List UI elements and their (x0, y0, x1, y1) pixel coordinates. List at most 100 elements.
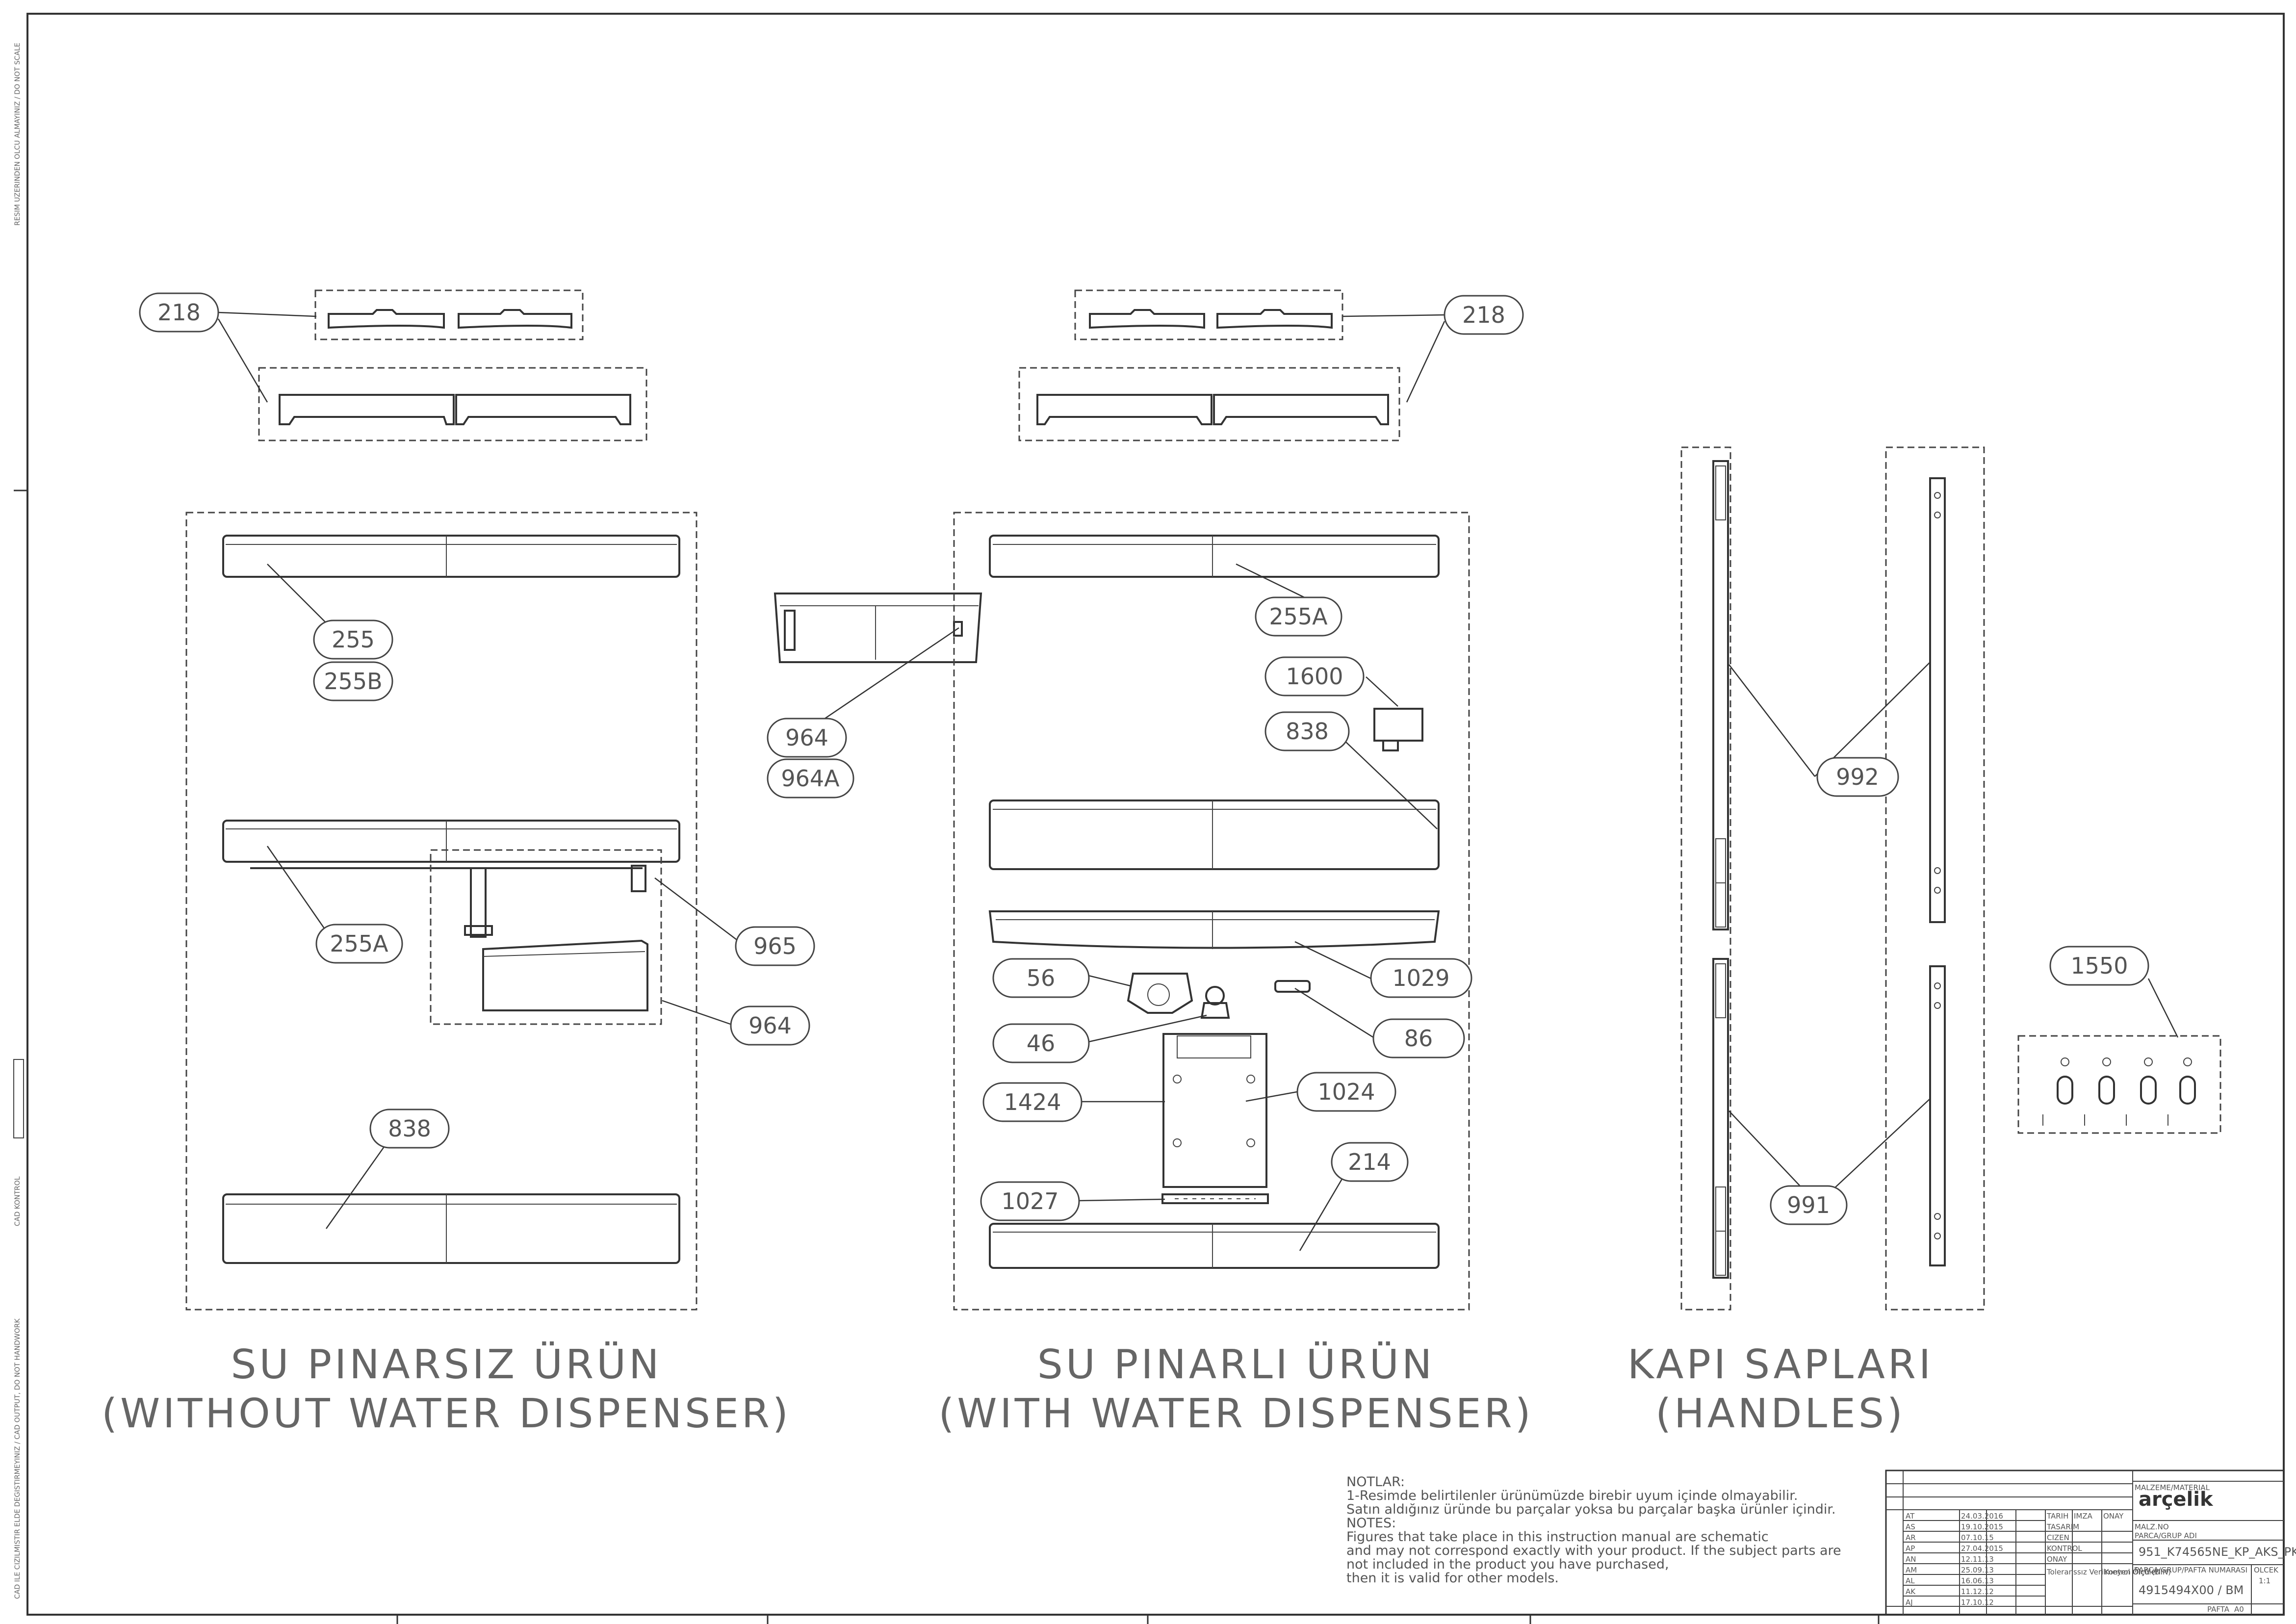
svg-text:16.06.13: 16.06.13 (1961, 1576, 1994, 1585)
handle-991-front (1929, 965, 1946, 1266)
svg-text:838: 838 (1286, 718, 1329, 745)
svg-text:CIZEN: CIZEN (2047, 1533, 2069, 1542)
svg-text:965: 965 (753, 933, 797, 959)
svg-text:not included in the product yo: not included in the product you have pur… (1346, 1557, 1669, 1572)
cad-control-box (13, 1059, 24, 1138)
svg-text:AJ: AJ (1906, 1598, 1913, 1607)
part-1024-1424 (1162, 1033, 1267, 1188)
callout-991: 991 (1770, 1185, 1848, 1225)
left-section-box (185, 512, 697, 1311)
section-subtitle-middle: (WITH WATER DISPENSER) (938, 1391, 1533, 1437)
side-text-bottom: CAD ILE CIZILMISTIR ELDE DEGISTIRMEYINIZ… (14, 1318, 22, 1599)
part-218-right-group (1018, 289, 1400, 441)
svg-text:991: 991 (1787, 1192, 1830, 1218)
callout-1550: 1550 (2049, 946, 2149, 986)
svg-text:KONTROL: KONTROL (2047, 1544, 2082, 1553)
brand-logo: arçelik (2139, 1488, 2214, 1511)
svg-text:AM: AM (1906, 1566, 1917, 1574)
svg-text:964A: 964A (781, 765, 840, 792)
svg-text:1550: 1550 (2070, 953, 2128, 979)
callout-964-left: 964 (730, 1005, 810, 1046)
svg-text:964: 964 (785, 724, 828, 751)
svg-text:255B: 255B (324, 668, 382, 695)
callout-1424: 1424 (982, 1082, 1083, 1122)
svg-text:214: 214 (1348, 1149, 1391, 1175)
svg-text:951_K74565NE_KP_AKS_PK: 951_K74565NE_KP_AKS_PK (2139, 1545, 2296, 1559)
section-title-left: SU PINARSIZ ÜRÜN (231, 1341, 662, 1388)
callout-838-left: 838 (369, 1108, 450, 1149)
svg-text:218: 218 (157, 299, 201, 326)
callout-964A: 964A (767, 758, 854, 799)
svg-text:17.10.12: 17.10.12 (1961, 1598, 1994, 1607)
svg-text:992: 992 (1836, 764, 1879, 790)
callout-214: 214 (1331, 1142, 1409, 1182)
callout-46: 46 (992, 1023, 1090, 1063)
svg-text:07.10.15: 07.10.15 (1961, 1533, 1994, 1542)
part-56 (1127, 973, 1193, 1014)
callout-965: 965 (735, 926, 815, 966)
svg-text:ONAY: ONAY (2103, 1512, 2124, 1521)
handles-right-box (1885, 446, 1985, 1311)
svg-text:Figures that take place in thi: Figures that take place in this instruct… (1346, 1529, 1769, 1545)
drawing-frame (26, 13, 2285, 1616)
shelf-255A-middle (989, 535, 1440, 578)
svg-text:AT: AT (1906, 1512, 1915, 1521)
svg-text:255A: 255A (330, 930, 388, 957)
shelf-1029 (988, 910, 1440, 949)
section-subtitle-left: (WITHOUT WATER DISPENSER) (102, 1391, 791, 1437)
svg-text:MALZEME/MATERIAL: MALZEME/MATERIAL (2135, 1483, 2210, 1492)
callout-255: 255 (313, 619, 393, 660)
side-text-top: RESIM UZERINDEN OLCU ALMAYINIZ / DO NOT … (14, 43, 22, 226)
svg-text:TARIH: TARIH (2046, 1512, 2068, 1521)
svg-text:and may not correspond exactly: and may not correspond exactly with your… (1346, 1543, 1841, 1558)
svg-text:AL: AL (1906, 1576, 1915, 1585)
shelf-255A-left (222, 820, 680, 869)
callout-964-middle: 964 (767, 718, 847, 758)
svg-text:OLCEK: OLCEK (2254, 1566, 2279, 1574)
svg-text:86: 86 (1404, 1025, 1433, 1052)
svg-text:27.04.2015: 27.04.2015 (1961, 1544, 2003, 1553)
part-1600 (1373, 708, 1423, 751)
handle-992-side (1712, 460, 1729, 930)
svg-text:11.12.12: 11.12.12 (1961, 1587, 1994, 1596)
svg-text:1:1: 1:1 (2259, 1576, 2270, 1585)
svg-text:NOTLAR:: NOTLAR: (1346, 1474, 1405, 1490)
svg-text:ONAY: ONAY (2047, 1555, 2067, 1564)
handle-992-front (1929, 477, 1946, 923)
callout-255A-middle: 255A (1255, 596, 1342, 637)
svg-text:Kontrol Ölçüleri: Kontrol Ölçüleri (2104, 1567, 2161, 1576)
callout-218-left: 218 (139, 292, 219, 333)
part-218-left-group (258, 289, 647, 441)
shelf-838-middle (989, 799, 1440, 870)
callout-86: 86 (1372, 1018, 1465, 1058)
callout-1600: 1600 (1264, 656, 1365, 696)
part-1027 (1161, 1193, 1269, 1204)
svg-text:1029: 1029 (1392, 965, 1449, 991)
svg-text:25.09.13: 25.09.13 (1961, 1566, 1994, 1574)
svg-text:1027: 1027 (1001, 1188, 1058, 1214)
svg-text:PARCA/GRUP/PAFTA NUMARASI: PARCA/GRUP/PAFTA NUMARASI (2135, 1566, 2247, 1574)
svg-text:1424: 1424 (1004, 1089, 1061, 1115)
svg-text:AN: AN (1906, 1555, 1916, 1564)
handle-991-side (1712, 958, 1729, 1279)
shelf-838-left (222, 1193, 680, 1264)
svg-text:PARCA/GRUP ADI: PARCA/GRUP ADI (2135, 1531, 2197, 1540)
part-964-middle (774, 593, 982, 663)
part-86 (1274, 980, 1311, 993)
callout-255B: 255B (313, 661, 393, 701)
callout-1027: 1027 (980, 1181, 1080, 1221)
svg-text:12.11.13: 12.11.13 (1961, 1555, 1994, 1564)
svg-text:PAFTA: PAFTA (2207, 1605, 2230, 1614)
callout-1024: 1024 (1296, 1072, 1396, 1112)
svg-text:1024: 1024 (1317, 1079, 1375, 1105)
svg-text:4915494X00 / BM: 4915494X00 / BM (2139, 1583, 2244, 1597)
svg-text:19.10.2015: 19.10.2015 (1961, 1522, 2003, 1531)
svg-text:AR: AR (1906, 1533, 1916, 1542)
section-subtitle-right: (HANDLES) (1655, 1391, 1906, 1437)
callout-1029: 1029 (1370, 958, 1472, 998)
callout-255A-left: 255A (315, 924, 403, 964)
callout-992: 992 (1816, 757, 1899, 797)
title-block: AT 24.03.2016 AS 19.10.2015 AR 07.10.15 … (1885, 1469, 2296, 1616)
svg-text:AS: AS (1906, 1522, 1915, 1531)
